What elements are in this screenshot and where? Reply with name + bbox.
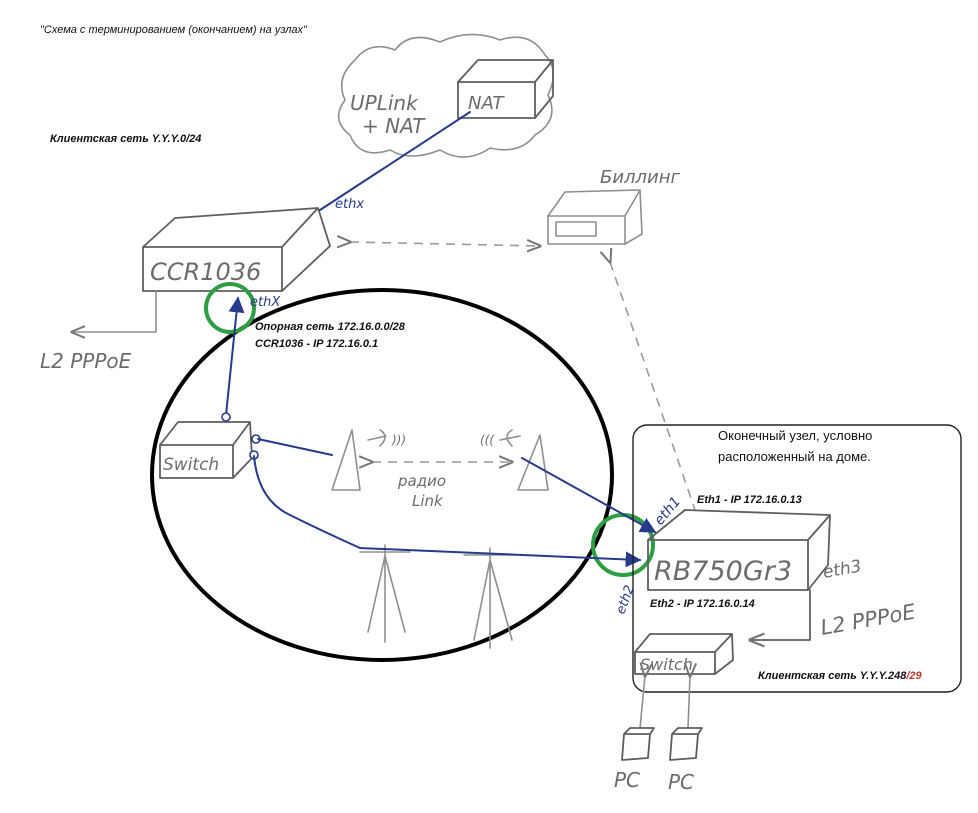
pc2-label: PC xyxy=(668,770,694,794)
radio-label-2: Link xyxy=(412,492,444,510)
l2pppoe-right-line xyxy=(750,589,811,640)
ccr1036-label: CCR1036 xyxy=(150,258,261,286)
ccr-ip: CCR1036 - IP 172.16.0.1 xyxy=(255,338,378,350)
svg-text:(((: ((( xyxy=(480,433,495,447)
switch-right-label: Switch xyxy=(640,655,693,674)
switch-wired-link xyxy=(253,455,642,568)
uplink-label-1: UPLink xyxy=(350,91,419,115)
nat-label: NAT xyxy=(468,93,505,114)
l2pppoe-right-label: L2 PPPoE xyxy=(819,600,918,640)
rb750gr3-label: RB750Gr3 xyxy=(654,556,792,587)
ethx-top-label: ethx xyxy=(335,197,364,212)
pole-2 xyxy=(463,547,517,649)
ethx-bottom-label: ethX xyxy=(250,295,281,310)
uplink-cloud xyxy=(337,33,555,158)
highlight-rb-ports xyxy=(591,513,655,577)
eth1-ip: Eth1 - IP 172.16.0.13 xyxy=(697,494,802,506)
billing-label: Биллинг xyxy=(600,167,681,188)
uplink-label-2: + NAT xyxy=(362,114,426,138)
client-net-bottom: Клиентская сеть Y.Y.Y.248/29 xyxy=(758,670,922,682)
client-net-top: Клиентская сеть Y.Y.Y.0/24 xyxy=(50,133,201,145)
eth2-label: eth2 xyxy=(614,583,638,616)
radio-label-1: радио xyxy=(397,472,446,490)
pc1-label: PC xyxy=(614,768,640,792)
backbone-net: Опорная сеть 172.16.0.0/28 xyxy=(255,321,406,333)
pc2-link xyxy=(688,676,690,729)
diagram-title: "Схема с терминированием (окончанием) на… xyxy=(40,24,308,36)
eth2-ip: Eth2 - IP 172.16.0.14 xyxy=(650,598,755,610)
end-node-frame xyxy=(632,424,962,693)
pc1-icon: PC xyxy=(614,727,655,792)
radio-rb-link xyxy=(521,457,657,533)
pole-1 xyxy=(359,544,411,643)
l2pppoe-left-label: L2 PPPoE xyxy=(40,349,132,373)
svg-text:))): ))) xyxy=(391,433,406,447)
switch-left-box: Switch xyxy=(159,412,261,479)
uplink-link xyxy=(319,111,471,211)
billing-rb-link xyxy=(610,262,696,511)
end-node-note-1: Оконечный узел, условно xyxy=(718,428,872,443)
ccr-switch-link xyxy=(225,296,245,416)
highlight-ccr-port xyxy=(204,282,256,334)
client-net-bottom-suffix: /29 xyxy=(905,670,922,682)
l2pppoe-left-line xyxy=(72,290,157,332)
backbone-ellipse xyxy=(150,288,614,662)
end-node-note-2: расположенный на доме. xyxy=(718,449,871,464)
ccr1036-box: CCR1036 xyxy=(142,207,331,292)
radio-link: ))) ((( радио Link xyxy=(331,429,549,510)
client-net-bottom-prefix: Клиентская сеть Y.Y.Y.248 xyxy=(758,670,907,682)
nat-box: NAT xyxy=(457,59,554,119)
pc1-link xyxy=(639,676,645,729)
billing-box: Биллинг xyxy=(547,167,681,245)
rb750gr3-box: RB750Gr3 xyxy=(647,509,831,591)
pc2-icon: PC xyxy=(668,727,703,794)
switch-left-label: Switch xyxy=(163,455,219,475)
billing-link xyxy=(350,242,540,246)
switch-right-box: Switch xyxy=(634,633,734,675)
switch-radio-link xyxy=(257,438,333,456)
